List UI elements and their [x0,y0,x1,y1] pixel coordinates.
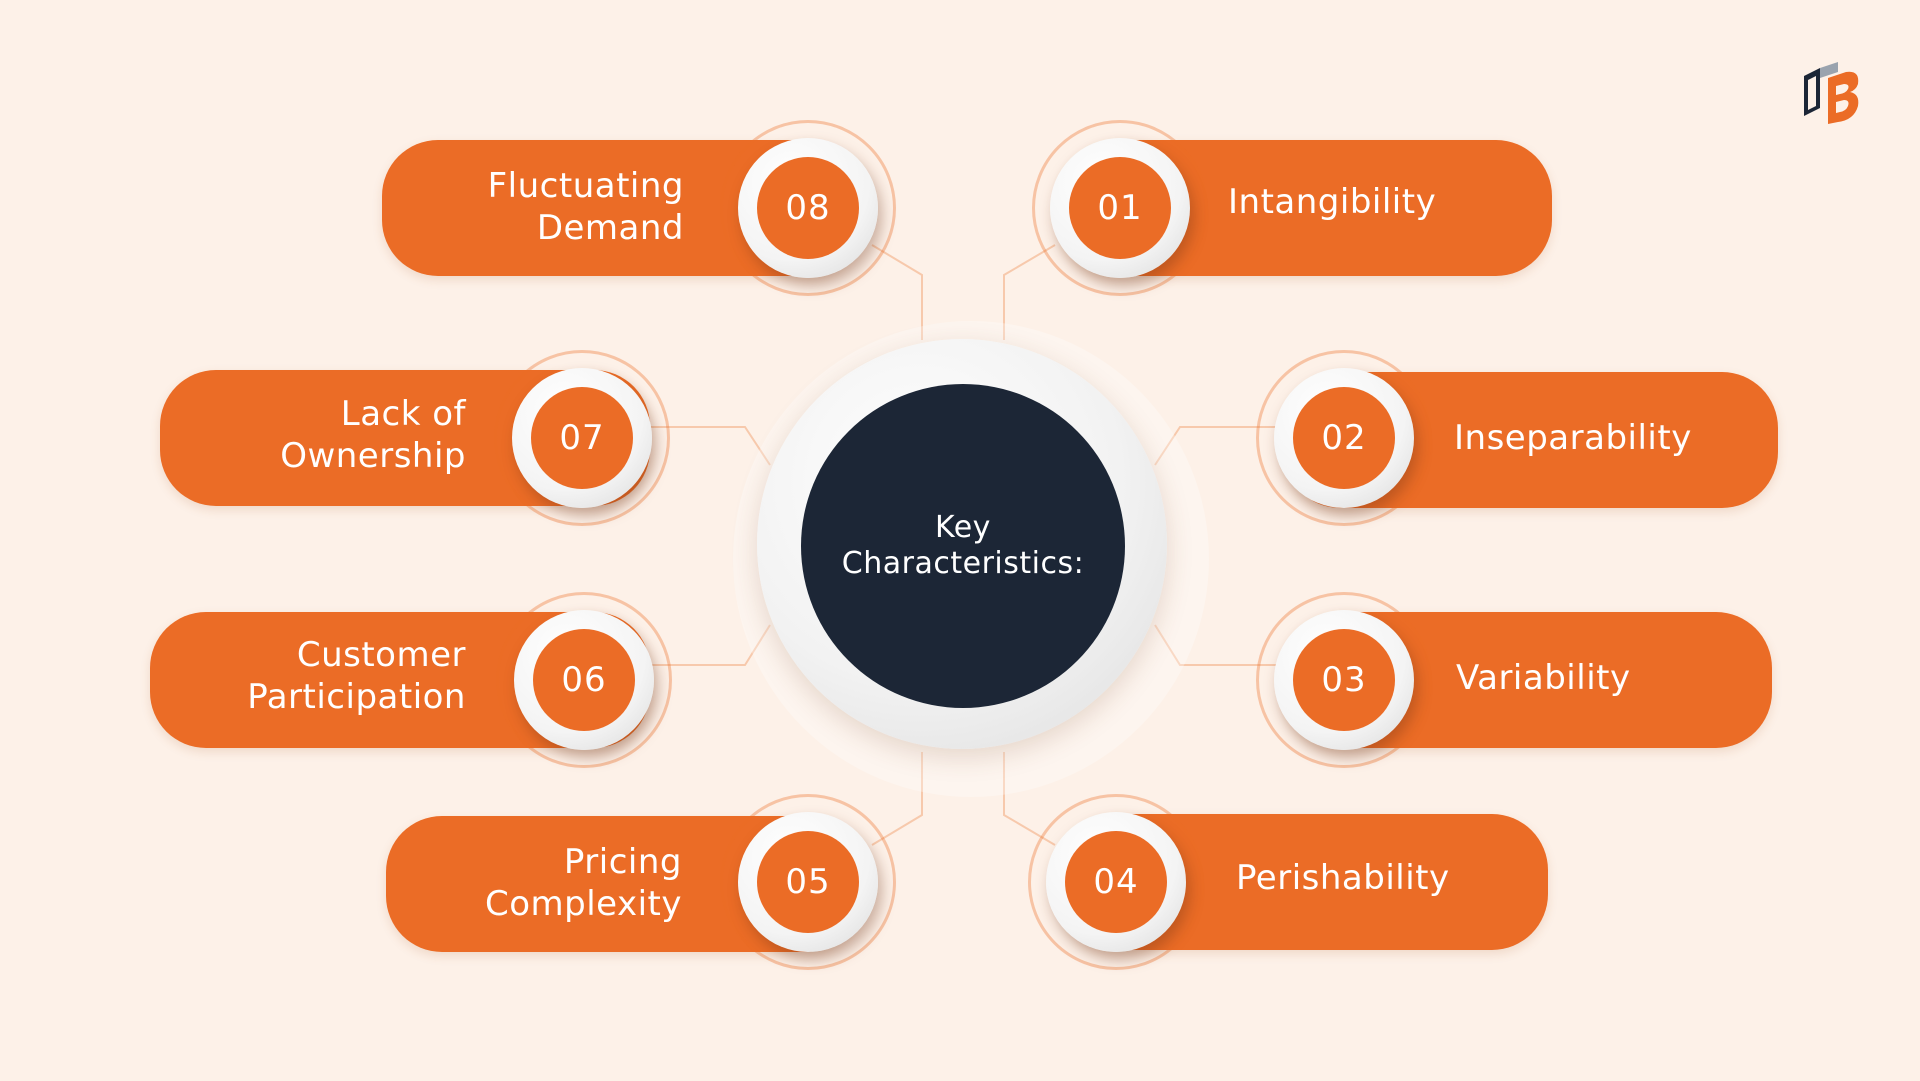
item-08-label: Fluctuating Demand [487,166,684,248]
item-08-number-circle: 08 [757,157,859,259]
ub-brand-logo-icon [1804,62,1859,124]
item-02-number: 02 [1321,418,1367,458]
item-07-number: 07 [559,418,605,458]
item-01-label: Intangibility [1228,182,1437,222]
hub-circle: Key Characteristics: [801,384,1125,708]
item-06-number: 06 [561,660,607,700]
item-02-label: Inseparability [1454,418,1692,458]
item-05-number: 05 [785,862,831,902]
item-08-badge-arc [720,120,896,296]
item-04-badge-arc [1028,794,1204,970]
item-01-number: 01 [1097,188,1143,228]
item-05-label: Pricing Complexity [484,842,682,924]
item-01-number-circle: 01 [1069,157,1171,259]
item-04-label: Perishability [1236,858,1450,898]
item-06-label: Customer Participation [247,635,466,717]
item-02-number-circle: 02 [1293,387,1395,489]
item-03-badge-arc [1256,592,1432,768]
item-07-number-circle: 07 [531,387,633,489]
item-06-number-circle: 06 [533,629,635,731]
item-06-badge-arc [496,592,672,768]
item-03-number: 03 [1321,660,1367,700]
item-04-number: 04 [1093,862,1139,902]
item-07-badge-arc [494,350,670,526]
item-05-badge-arc [720,794,896,970]
item-01-badge-arc [1032,120,1208,296]
item-04-number-circle: 04 [1065,831,1167,933]
item-03-label: Variability [1456,658,1631,698]
item-07-label: Lack of Ownership [280,394,466,476]
item-03-number-circle: 03 [1293,629,1395,731]
item-08-number: 08 [785,188,831,228]
hub-title: Key Characteristics: [841,510,1085,581]
item-02-badge-arc [1256,350,1432,526]
item-05-number-circle: 05 [757,831,859,933]
